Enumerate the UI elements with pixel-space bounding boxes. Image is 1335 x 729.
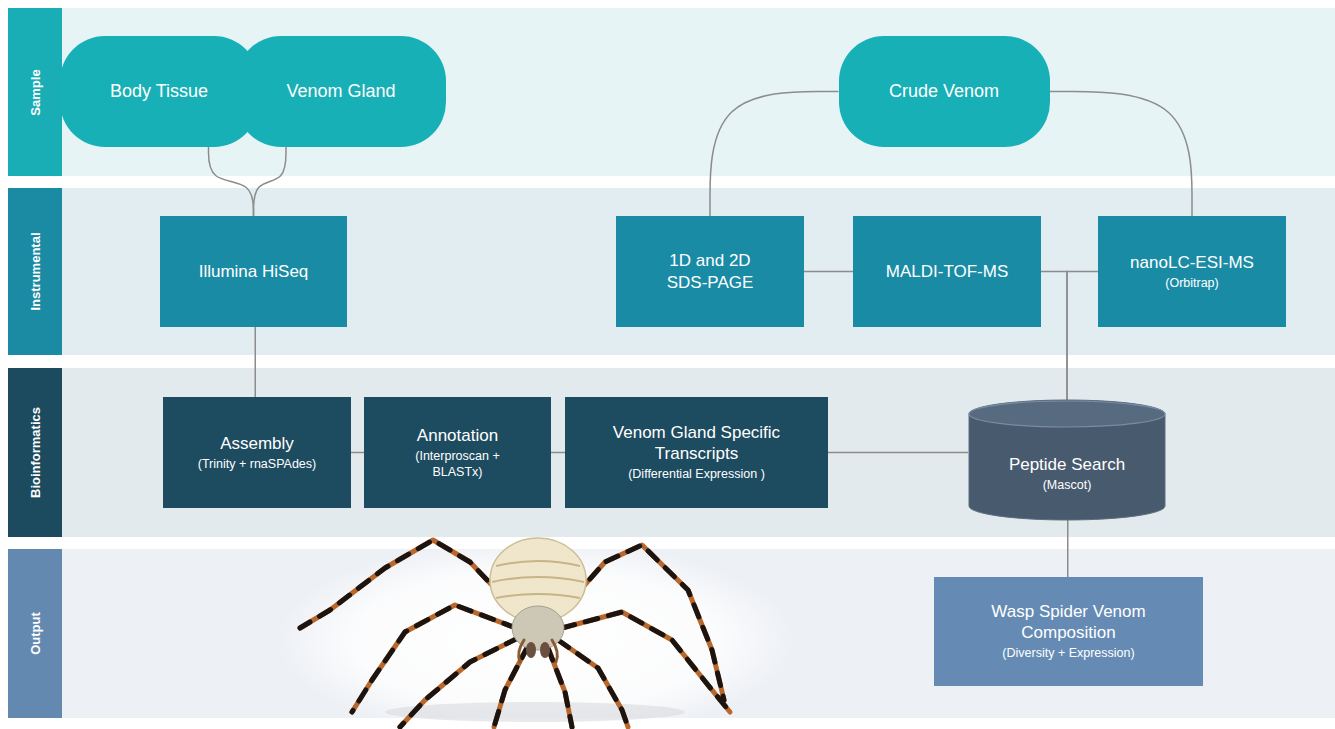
box-title: Venom Gland Specific Transcripts bbox=[597, 422, 797, 465]
spider-leg-band bbox=[558, 640, 628, 727]
band-label: Bioinformatics bbox=[28, 407, 43, 498]
process-box: MALDI-TOF-MS bbox=[853, 216, 1041, 327]
box-title: Illumina HiSeq bbox=[199, 261, 309, 282]
box-title: Wasp Spider Venom Composition bbox=[981, 601, 1156, 644]
spider-chelicera bbox=[526, 642, 536, 658]
box-subtitle: (Differential Expression ) bbox=[628, 467, 765, 483]
spider-shadow bbox=[385, 702, 685, 722]
band-strip: Bioinformatics bbox=[8, 368, 62, 537]
process-box: Illumina HiSeq bbox=[160, 216, 347, 327]
process-box: 1D and 2D SDS-PAGE bbox=[616, 216, 804, 327]
box-title: Body Tissue bbox=[110, 80, 208, 103]
stage-band: Bioinformatics Assembly (Trinity + rnaSPAd… bbox=[8, 368, 1335, 537]
band-strip: Sample bbox=[8, 8, 62, 176]
stage-band: Instrumental Illumina HiSeq 1D and 2D SDS-… bbox=[8, 188, 1335, 355]
spider-leg bbox=[352, 605, 516, 712]
box-subtitle: (Orbitrap) bbox=[1165, 276, 1218, 292]
box-subtitle: (Trinity + rnaSPAdes) bbox=[198, 457, 316, 473]
box-title: Peptide Search bbox=[1009, 454, 1125, 475]
connector-line bbox=[828, 452, 968, 454]
connector-line bbox=[255, 327, 257, 397]
process-box: Wasp Spider Venom Composition (Diversity … bbox=[934, 577, 1203, 686]
connector-line bbox=[1050, 92, 1193, 217]
band-strip: Instrumental bbox=[8, 188, 62, 355]
box-title: nanoLC-ESI-MS bbox=[1130, 252, 1254, 273]
cylinder-top bbox=[969, 401, 1165, 427]
process-box: nanoLC-ESI-MS (Orbitrap) bbox=[1098, 216, 1286, 327]
spider-leg bbox=[494, 646, 528, 727]
box-title: Assembly bbox=[220, 433, 294, 454]
connector-line bbox=[209, 147, 254, 216]
connector-line bbox=[1041, 272, 1067, 401]
sample-pill: Body Tissue bbox=[60, 36, 259, 147]
band-label: Sample bbox=[28, 69, 43, 115]
spider-cephalothorax bbox=[512, 606, 564, 650]
box-title: MALDI-TOF-MS bbox=[886, 261, 1008, 282]
box-subtitle: (Mascot) bbox=[1043, 478, 1092, 494]
spider-palps bbox=[519, 640, 558, 662]
abdomen-stripes bbox=[492, 561, 584, 598]
sample-pill: Venom Gland bbox=[236, 36, 446, 147]
spider-leg-band bbox=[494, 646, 528, 727]
band-label: Instrumental bbox=[28, 232, 43, 310]
box-subtitle: (Interproscan + BLASTx) bbox=[408, 449, 508, 480]
spider-leg-band bbox=[548, 648, 572, 727]
spider-leg-band bbox=[352, 605, 516, 712]
process-box: Venom Gland Specific Transcripts (Differe… bbox=[565, 397, 828, 508]
sample-pill: Crude Venom bbox=[839, 36, 1050, 147]
box-title: Annotation bbox=[417, 425, 498, 446]
box-title: Venom Gland bbox=[286, 80, 395, 103]
box-subtitle: (Diversity + Expression) bbox=[1002, 646, 1134, 662]
connector-line bbox=[551, 452, 565, 454]
stage-band: Sample Body Tissue Venom Gland Crude Venom bbox=[8, 8, 1335, 176]
connector-line bbox=[804, 271, 853, 273]
process-box: Assembly (Trinity + rnaSPAdes) bbox=[163, 397, 351, 508]
connector-line bbox=[710, 92, 839, 217]
box-title: Crude Venom bbox=[889, 80, 999, 103]
cylinder-body bbox=[969, 400, 1165, 520]
box-title: 1D and 2D SDS-PAGE bbox=[650, 250, 770, 293]
connector-line bbox=[1067, 272, 1098, 401]
process-box: Annotation (Interproscan + BLASTx) bbox=[364, 397, 551, 508]
spider-leg bbox=[548, 648, 572, 727]
band-label: Output bbox=[28, 612, 43, 655]
band-strip: Output bbox=[8, 549, 62, 718]
connector-line bbox=[351, 452, 364, 454]
connector-line bbox=[254, 147, 287, 216]
connector-line bbox=[1067, 520, 1069, 577]
database-cylinder: Peptide Search (Mascot) bbox=[968, 400, 1166, 520]
spider-chelicera bbox=[540, 642, 550, 658]
